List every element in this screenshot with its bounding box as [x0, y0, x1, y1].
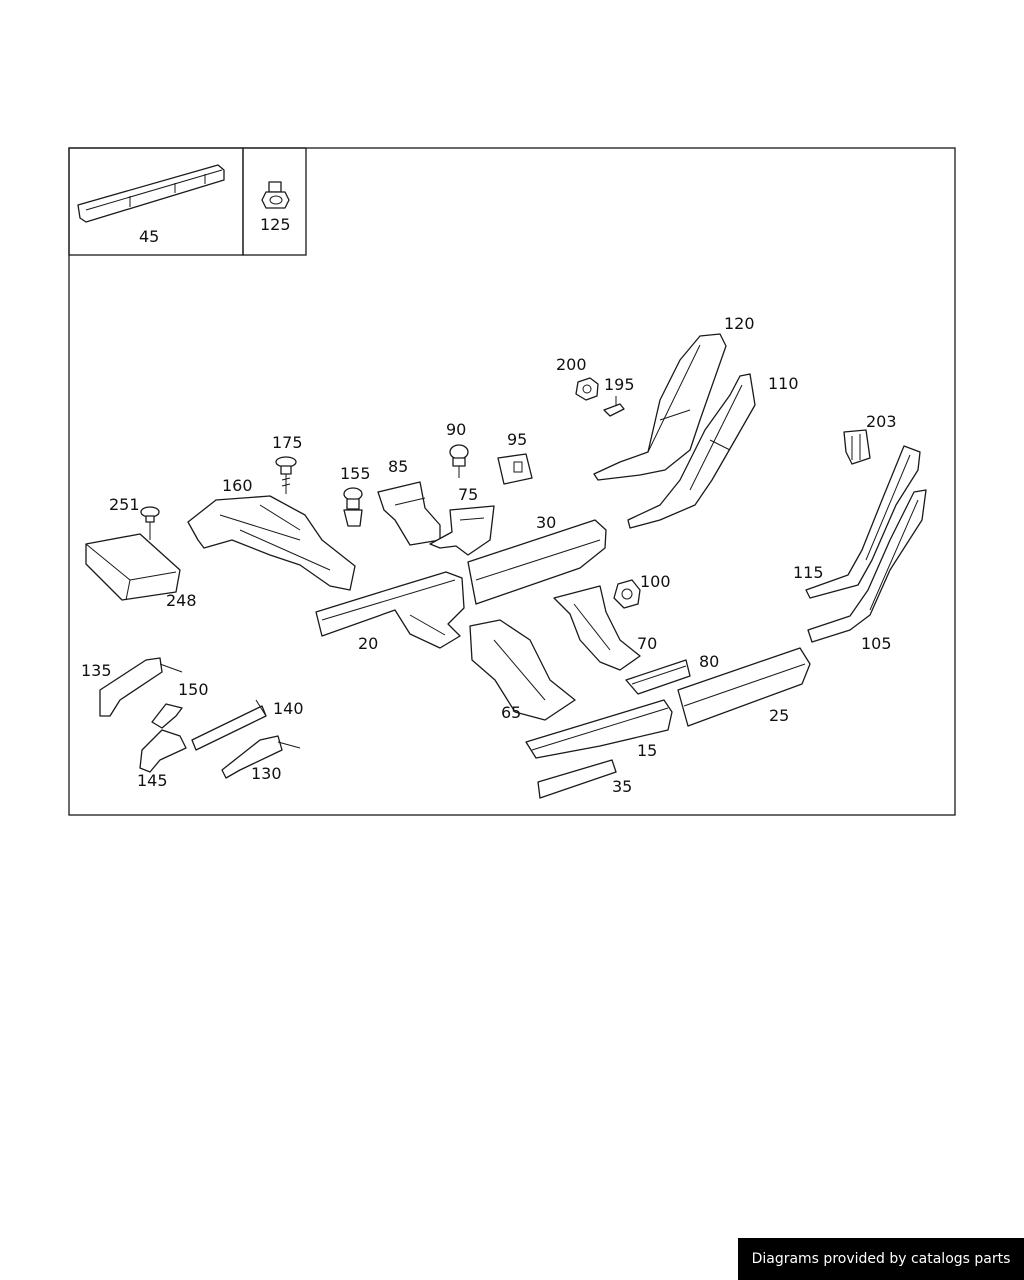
- part-115-rail[interactable]: [805, 445, 921, 599]
- label-30: 30: [536, 513, 556, 532]
- label-25: 25: [769, 706, 789, 725]
- label-90: 90: [446, 420, 466, 439]
- label-105: 105: [861, 634, 892, 653]
- label-160: 160: [222, 476, 253, 495]
- part-160-rail[interactable]: [187, 495, 356, 591]
- label-145: 145: [137, 771, 168, 790]
- part-85-bracket[interactable]: [377, 481, 441, 546]
- part-140-rod[interactable]: [191, 699, 267, 751]
- part-248-box[interactable]: [85, 533, 181, 601]
- part-175-screw[interactable]: [275, 456, 297, 494]
- part-35-strip[interactable]: [537, 759, 617, 799]
- part-45-trim-strip[interactable]: [77, 164, 225, 223]
- label-80: 80: [699, 652, 719, 671]
- label-35: 35: [612, 777, 632, 796]
- part-65-bracket[interactable]: [469, 619, 576, 721]
- label-130: 130: [251, 764, 282, 783]
- label-120: 120: [724, 314, 755, 333]
- label-100: 100: [640, 572, 671, 591]
- label-135: 135: [81, 661, 112, 680]
- part-110-pillar[interactable]: [627, 373, 756, 529]
- part-135-bracket[interactable]: [99, 657, 183, 717]
- label-45: 45: [139, 227, 159, 246]
- label-70: 70: [637, 634, 657, 653]
- credit-banner: Diagrams provided by catalogs parts: [738, 1238, 1024, 1280]
- label-200: 200: [556, 355, 587, 374]
- label-175: 175: [272, 433, 303, 452]
- part-125-nut[interactable]: [261, 181, 290, 209]
- part-195-clip[interactable]: [603, 396, 625, 417]
- part-100-nut[interactable]: [613, 579, 641, 609]
- label-155: 155: [340, 464, 371, 483]
- label-115: 115: [793, 563, 824, 582]
- label-195: 195: [604, 375, 635, 394]
- part-120-pillar[interactable]: [593, 333, 727, 481]
- label-20: 20: [358, 634, 378, 653]
- part-25-cross-member[interactable]: [677, 647, 811, 727]
- label-125: 125: [260, 215, 291, 234]
- part-80-bracket[interactable]: [625, 659, 691, 695]
- label-248: 248: [166, 591, 197, 610]
- part-75-bracket[interactable]: [429, 505, 495, 556]
- part-203-bracket[interactable]: [843, 429, 871, 465]
- label-85: 85: [388, 457, 408, 476]
- part-95-bracket[interactable]: [497, 453, 533, 485]
- part-251-screw[interactable]: [140, 506, 160, 540]
- diagram-frame: [68, 147, 956, 816]
- inset-box-125: [242, 147, 307, 256]
- part-105-rail[interactable]: [807, 489, 927, 643]
- label-251: 251: [109, 495, 140, 514]
- label-65: 65: [501, 703, 521, 722]
- label-150: 150: [178, 680, 209, 699]
- part-130-bracket[interactable]: [221, 735, 301, 779]
- part-20-rail[interactable]: [315, 571, 465, 649]
- part-90-bolt[interactable]: [449, 444, 469, 478]
- label-75: 75: [458, 485, 478, 504]
- label-110: 110: [768, 374, 799, 393]
- part-145-bracket[interactable]: [139, 729, 187, 773]
- part-70-bracket[interactable]: [553, 585, 641, 671]
- label-15: 15: [637, 741, 657, 760]
- label-95: 95: [507, 430, 527, 449]
- part-200-grommet[interactable]: [575, 377, 599, 401]
- part-15-cross-member[interactable]: [525, 699, 673, 759]
- part-150-bracket[interactable]: [151, 703, 183, 729]
- part-155-clip[interactable]: [343, 487, 363, 527]
- label-203: 203: [866, 412, 897, 431]
- label-140: 140: [273, 699, 304, 718]
- part-30-cross-member[interactable]: [467, 519, 607, 605]
